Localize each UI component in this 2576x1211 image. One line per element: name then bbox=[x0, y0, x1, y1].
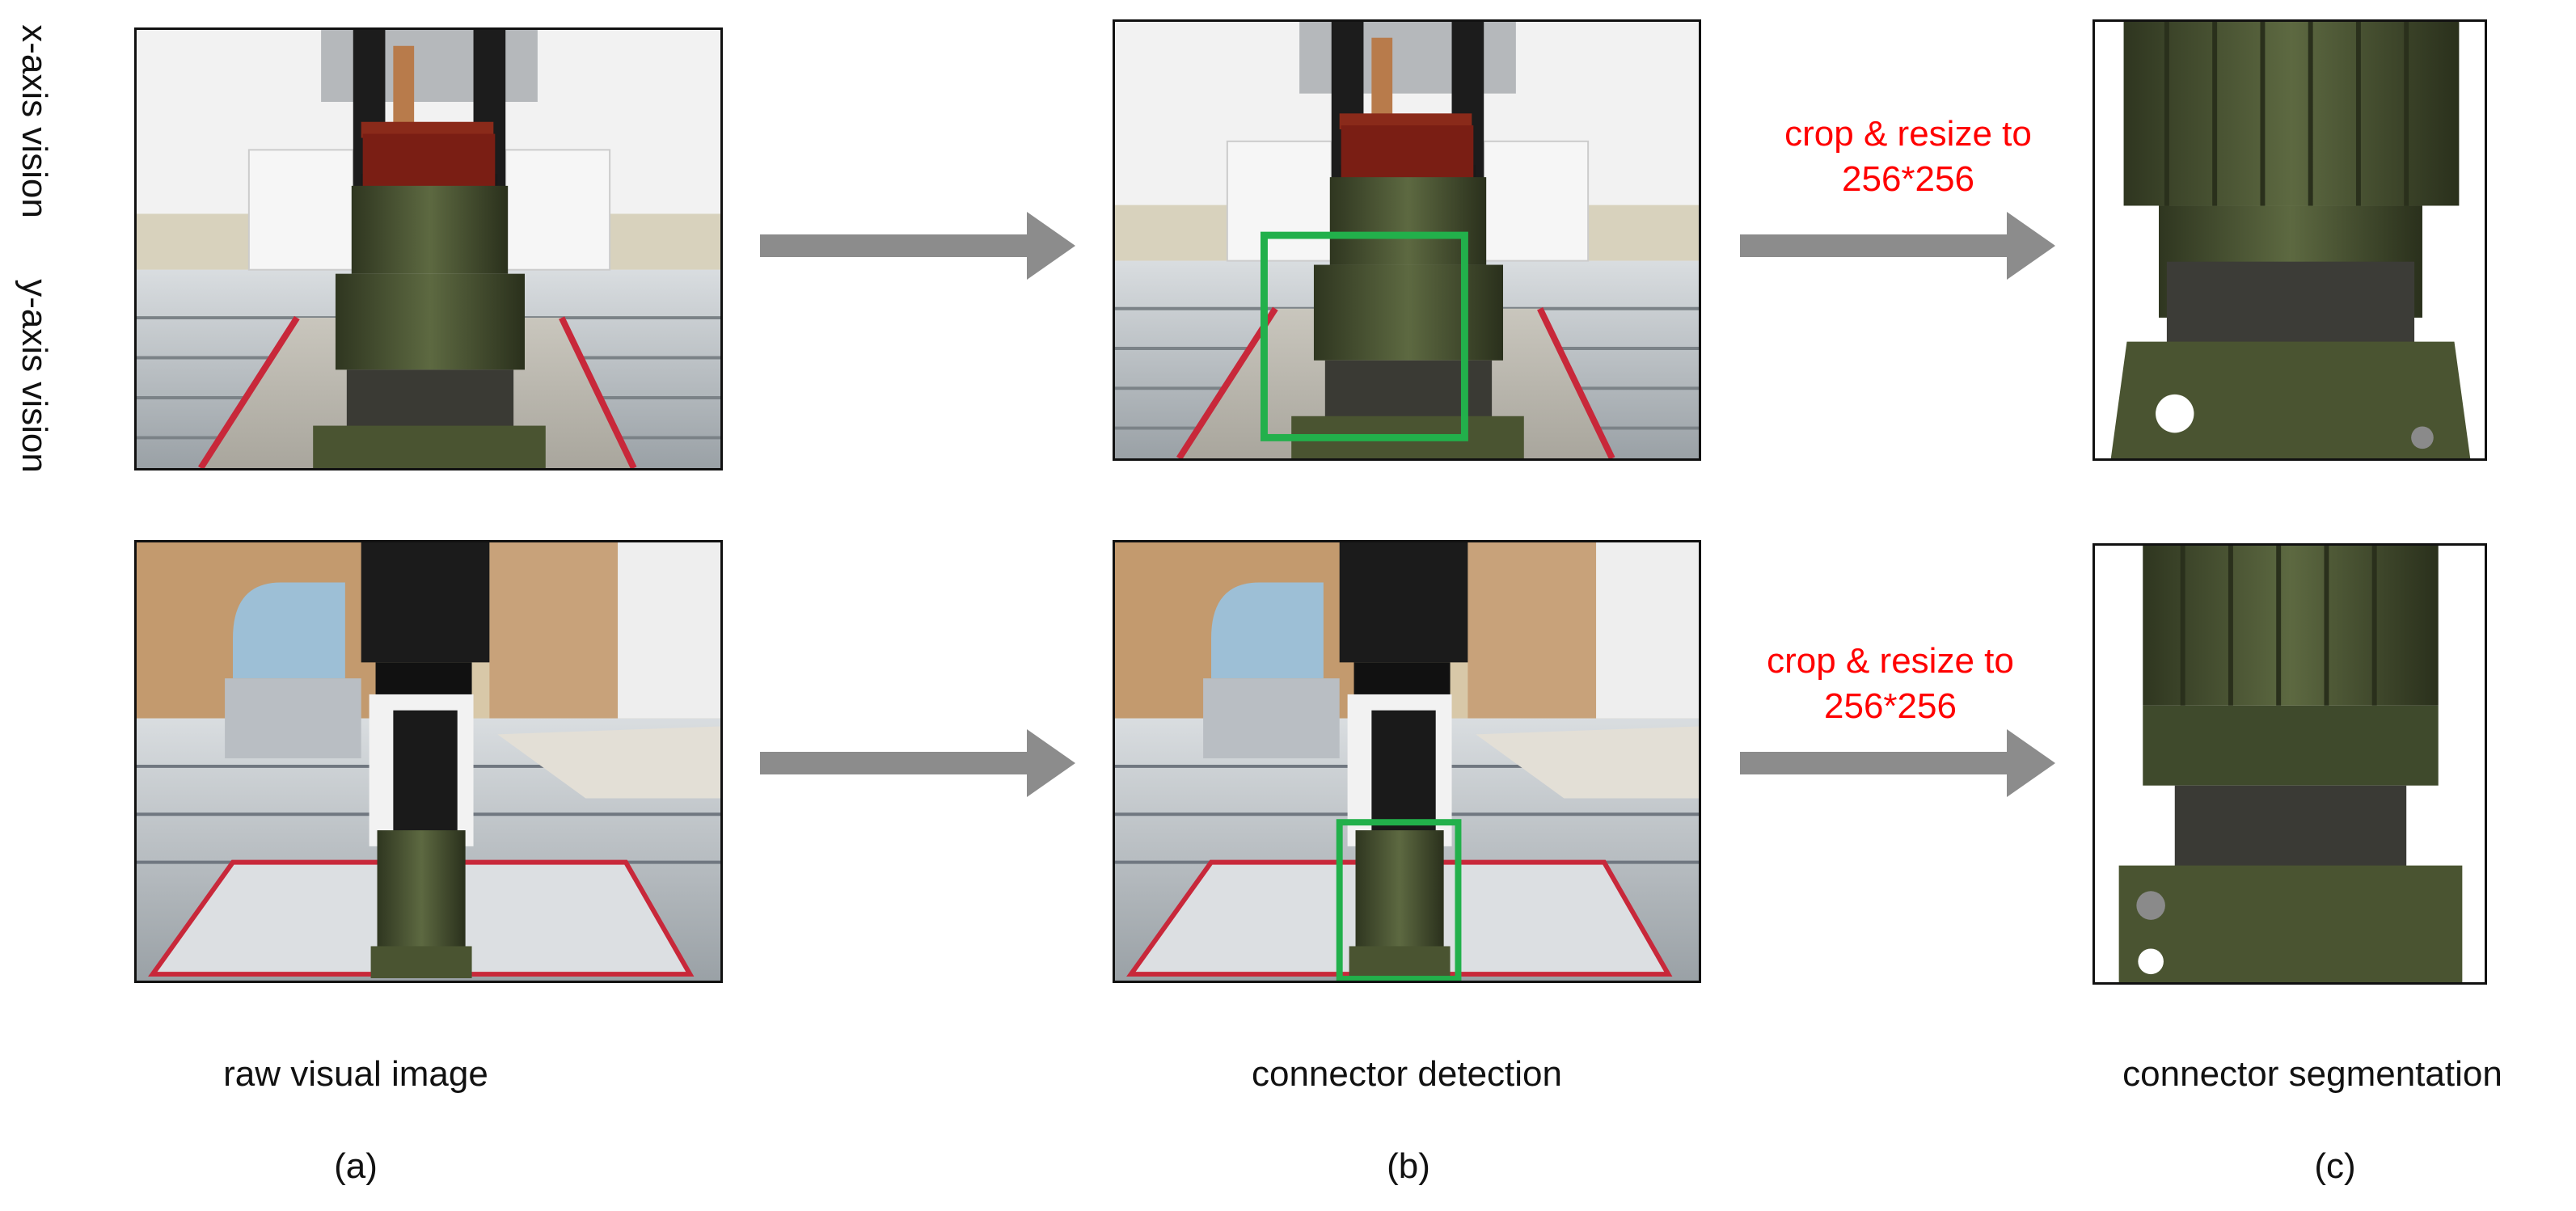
x-axis-segmentation-image bbox=[2092, 19, 2487, 461]
detection-box bbox=[1261, 231, 1468, 441]
panel-label-b: (b) bbox=[1387, 1146, 1430, 1186]
x-axis-detection-image bbox=[1113, 19, 1701, 461]
row-label-y-axis: y-axis vision bbox=[15, 279, 54, 473]
x-axis-raw-image bbox=[134, 27, 723, 470]
arrow-right-icon bbox=[1740, 212, 2055, 280]
crop-resize-annotation-y: crop & resize to 256*256 bbox=[1767, 641, 2014, 726]
detection-box bbox=[1336, 819, 1462, 981]
arrow-right-icon bbox=[760, 212, 1075, 280]
caption-connector-segmentation: connector segmentation bbox=[2122, 1054, 2502, 1094]
crop-resize-annotation-x: crop & resize to 256*256 bbox=[1784, 114, 2032, 199]
row-label-x-axis: x-axis vision bbox=[15, 24, 54, 218]
y-axis-raw-image bbox=[134, 540, 723, 983]
caption-connector-detection: connector detection bbox=[1251, 1054, 1563, 1094]
y-axis-segmentation-image bbox=[2092, 543, 2487, 985]
y-axis-detection-image bbox=[1113, 540, 1701, 983]
arrow-right-icon bbox=[760, 729, 1075, 797]
caption-raw-visual-image: raw visual image bbox=[223, 1054, 488, 1094]
panel-label-a: (a) bbox=[334, 1146, 378, 1186]
arrow-right-icon bbox=[1740, 729, 2055, 797]
panel-label-c: (c) bbox=[2314, 1146, 2356, 1186]
